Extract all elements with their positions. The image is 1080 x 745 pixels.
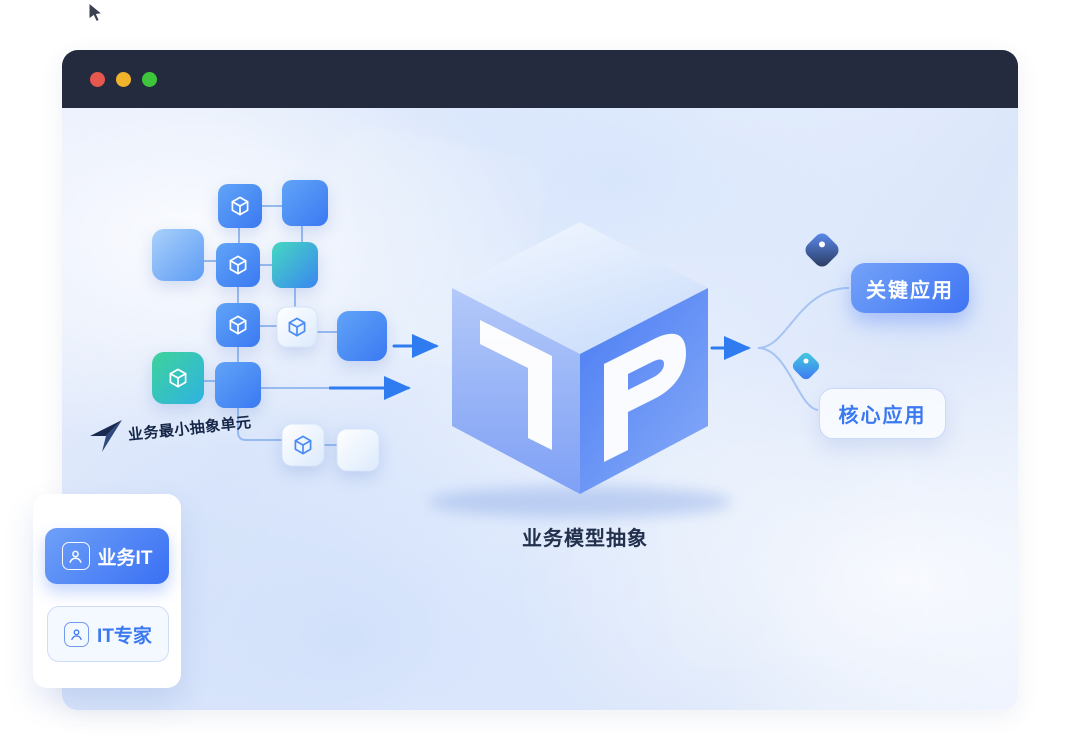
tag-icon-key — [805, 233, 839, 267]
cube-shadow — [428, 486, 732, 518]
browser-window — [62, 50, 1018, 710]
module-node — [215, 362, 261, 408]
it-expert-label: IT专家 — [97, 625, 152, 647]
network-connectors — [204, 205, 337, 446]
module-node — [337, 311, 387, 361]
traffic-light-close[interactable] — [90, 71, 105, 87]
module-node — [336, 428, 380, 472]
traffic-light-maximize[interactable] — [142, 71, 157, 87]
module-node — [282, 180, 328, 226]
tag-icon-core — [792, 352, 820, 380]
cube-logo-glyph — [480, 320, 686, 462]
key-application-label: 关键应用 — [866, 279, 954, 302]
mouse-pointer-icon — [88, 2, 104, 23]
cube-caption: 业务模型抽象 — [522, 528, 648, 550]
it-expert-button[interactable]: IT专家 — [47, 606, 169, 662]
user-icon — [64, 621, 90, 647]
user-icon — [61, 542, 90, 570]
module-node — [272, 242, 318, 288]
module-network — [152, 180, 387, 472]
send-cursor-icon — [90, 420, 122, 452]
business-it-button[interactable]: 业务IT — [45, 528, 169, 584]
flow-arrows — [328, 334, 751, 400]
diagram-canvas — [152, 180, 850, 518]
abstraction-cube — [452, 222, 708, 494]
core-application-button[interactable]: 核心应用 — [819, 388, 946, 439]
output-connectors — [757, 287, 850, 411]
business-it-label: 业务IT — [97, 547, 153, 569]
traffic-light-minimize[interactable] — [116, 71, 131, 87]
roles-card: 业务IT IT专家 — [33, 494, 181, 688]
key-application-button[interactable]: 关键应用 — [851, 263, 969, 313]
core-application-label: 核心应用 — [838, 405, 927, 427]
window-titlebar — [62, 50, 1018, 108]
module-node — [152, 229, 204, 281]
